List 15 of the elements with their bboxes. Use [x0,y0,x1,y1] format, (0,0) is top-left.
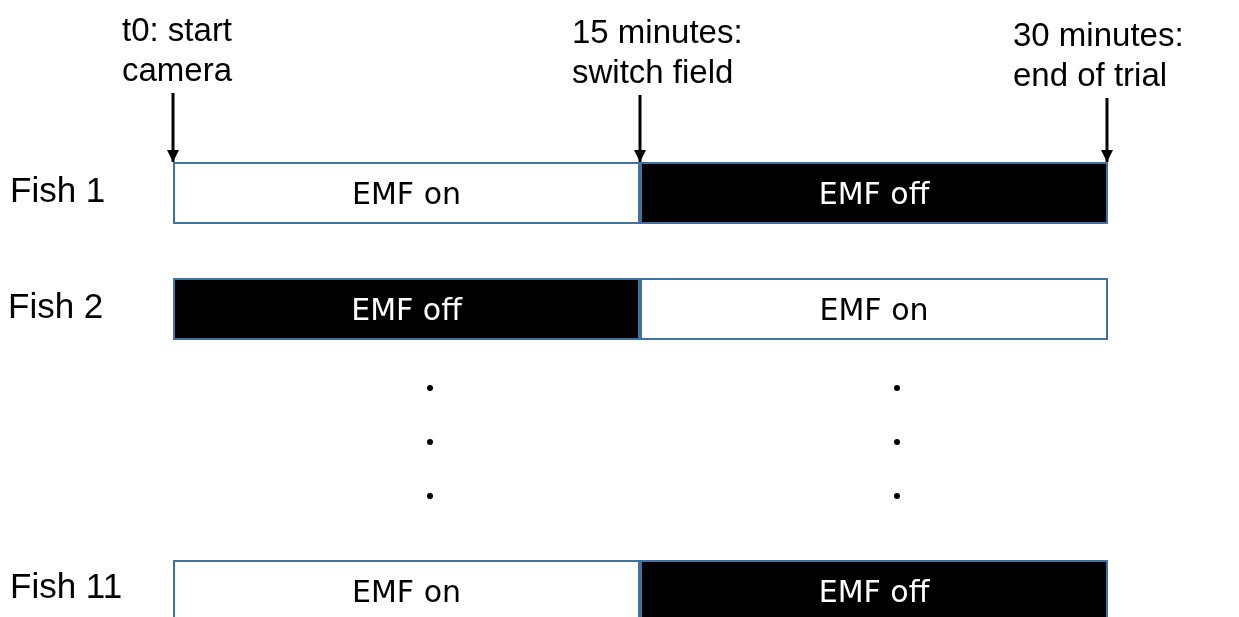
emf-on-segment: EMF on [173,560,640,617]
row-label: Fish 2 [8,286,104,326]
arrow [167,93,179,162]
arrow [1101,98,1113,162]
emf-on-segment: EMF on [173,162,640,224]
emf-on-segment: EMF on [640,278,1108,340]
row-label: Fish 11 [10,566,123,606]
emf-off-segment: EMF off [640,162,1108,224]
emf-off-segment: EMF off [640,560,1108,617]
time-label: 30 minutes: end of trial [1013,15,1233,95]
row-label: Fish 1 [10,170,106,210]
time-label: t0: start camera [122,10,292,90]
time-label: 15 minutes: switch field [572,12,792,92]
arrow [634,95,646,162]
emf-off-segment: EMF off [173,278,640,340]
